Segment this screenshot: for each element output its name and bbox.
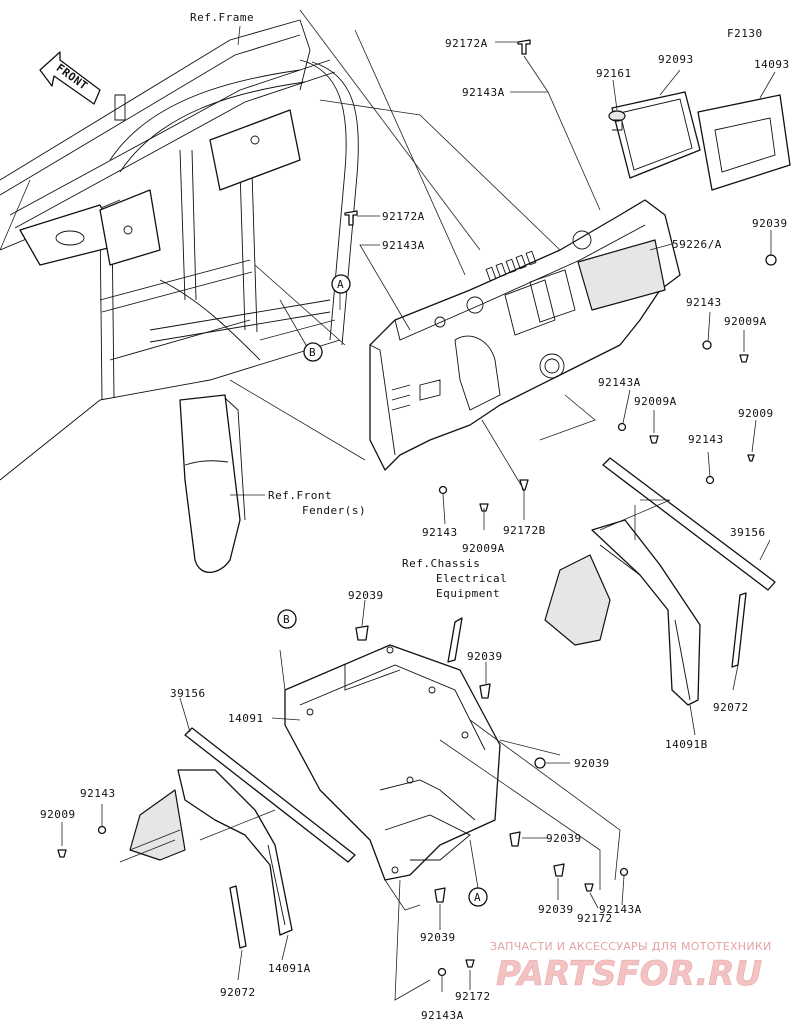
label-92072-left: 92072 bbox=[220, 986, 256, 999]
console-vent-slots bbox=[485, 250, 537, 282]
label-14093: 14093 bbox=[754, 58, 790, 71]
ref-chassis-line3: Equipment bbox=[436, 587, 500, 600]
label-92039-b3: 92039 bbox=[574, 757, 610, 770]
label-92039-b1: 92039 bbox=[348, 589, 384, 602]
label-92072-right: 92072 bbox=[713, 701, 749, 714]
meter-cover-parts bbox=[608, 91, 791, 191]
label-92009-left: 92009 bbox=[40, 808, 76, 821]
label-92143-right3: 92143 bbox=[688, 433, 724, 446]
lower-panel-14091 bbox=[284, 644, 501, 881]
callout-a-lower: A bbox=[474, 891, 481, 904]
label-92143A-b: 92143A bbox=[599, 903, 642, 916]
watermark: ЗАПЧАСТИ И АКСЕССУАРЫ ДЛЯ МОТОТЕХНИКИ PA… bbox=[490, 940, 772, 994]
label-92143A-top: 92143A bbox=[462, 86, 505, 99]
label-92172A-mid: 92172A bbox=[382, 210, 425, 223]
label-92009A-right: 92009A bbox=[724, 315, 767, 328]
ref-front-fender-line2: Fender(s) bbox=[302, 504, 366, 517]
callout-b-lower: B bbox=[283, 613, 290, 626]
label-59226: 59226/A bbox=[672, 238, 722, 251]
label-92143-left: 92143 bbox=[80, 787, 116, 800]
label-39156-left: 39156 bbox=[170, 687, 206, 700]
label-92039-b6: 92039 bbox=[420, 931, 456, 944]
leader-lines bbox=[0, 9, 776, 1001]
label-14091: 14091 bbox=[228, 712, 264, 725]
ref-chassis-line1: Ref.Chassis bbox=[402, 557, 480, 570]
label-92039-b5: 92039 bbox=[538, 903, 574, 916]
label-14091A: 14091A bbox=[268, 962, 311, 975]
label-92143A-bb: 92143A bbox=[421, 1009, 464, 1022]
label-92161: 92161 bbox=[596, 67, 632, 80]
label-92143A-right2: 92143A bbox=[598, 376, 641, 389]
part-labels: F2130 Ref.Frame Ref.Front Fender(s) Ref.… bbox=[40, 11, 790, 1022]
frame-drawing bbox=[0, 19, 359, 481]
ref-chassis-line2: Electrical bbox=[436, 572, 507, 585]
label-92039-b4: 92039 bbox=[546, 832, 582, 845]
label-14091B: 14091B bbox=[665, 738, 708, 751]
seal-strips-39156 bbox=[184, 457, 776, 863]
label-92093: 92093 bbox=[658, 53, 694, 66]
label-92172-bb: 92172 bbox=[455, 990, 491, 1003]
watermark-tagline: ЗАПЧАСТИ И АКСЕССУАРЫ ДЛЯ МОТОТЕХНИКИ bbox=[490, 940, 772, 953]
diagram-code: F2130 bbox=[727, 27, 763, 40]
ref-front-fender-line1: Ref.Front bbox=[268, 489, 332, 502]
front-direction-arrow: FRONT bbox=[39, 51, 101, 105]
console-panel-59226 bbox=[369, 199, 681, 471]
label-39156-right: 39156 bbox=[730, 526, 766, 539]
fender-extension-14091A bbox=[129, 769, 293, 936]
fasteners bbox=[57, 39, 777, 977]
label-92009-right3: 92009 bbox=[738, 407, 774, 420]
label-92143-center: 92143 bbox=[422, 526, 458, 539]
front-fender-drawing bbox=[179, 394, 246, 574]
callout-a-upper: A bbox=[337, 278, 344, 291]
label-92143A-mid: 92143A bbox=[382, 239, 425, 252]
label-92172-b: 92172 bbox=[577, 912, 613, 925]
watermark-logo: PARTSFOR.RU bbox=[496, 954, 762, 994]
label-92009A-center: 92009A bbox=[462, 542, 505, 555]
fender-extension-14091B bbox=[544, 519, 701, 706]
label-92039-b2: 92039 bbox=[467, 650, 503, 663]
ref-frame-label: Ref.Frame bbox=[190, 11, 254, 24]
callout-circles: A B B A bbox=[277, 274, 488, 907]
label-92143-right: 92143 bbox=[686, 296, 722, 309]
label-92172A-top: 92172A bbox=[445, 37, 488, 50]
label-92172B: 92172B bbox=[503, 524, 546, 537]
label-92039-right: 92039 bbox=[752, 217, 788, 230]
callout-b-upper: B bbox=[309, 346, 316, 359]
label-92009A-right2: 92009A bbox=[634, 395, 677, 408]
